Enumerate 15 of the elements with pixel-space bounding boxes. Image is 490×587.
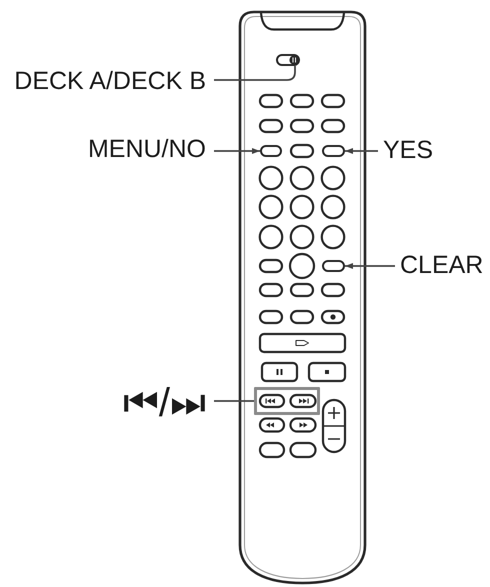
leader-line (345, 263, 395, 269)
highlight-frame (254, 387, 320, 415)
leader-line (214, 148, 260, 154)
callout-label: CLEAR (395, 250, 484, 280)
oval-button (322, 260, 345, 272)
oval-button (322, 145, 345, 157)
leader-line (345, 148, 378, 154)
callout-label: DECK A/DECK B (14, 66, 214, 96)
leader-line (214, 66, 296, 81)
callout-label: ⏮/⏭ (122, 380, 214, 426)
oval-button (260, 145, 282, 157)
callout-label: MENU/NO (88, 134, 214, 164)
leader-line (214, 400, 254, 402)
callout-label: YES (378, 136, 434, 164)
slide-switch (276, 54, 300, 66)
